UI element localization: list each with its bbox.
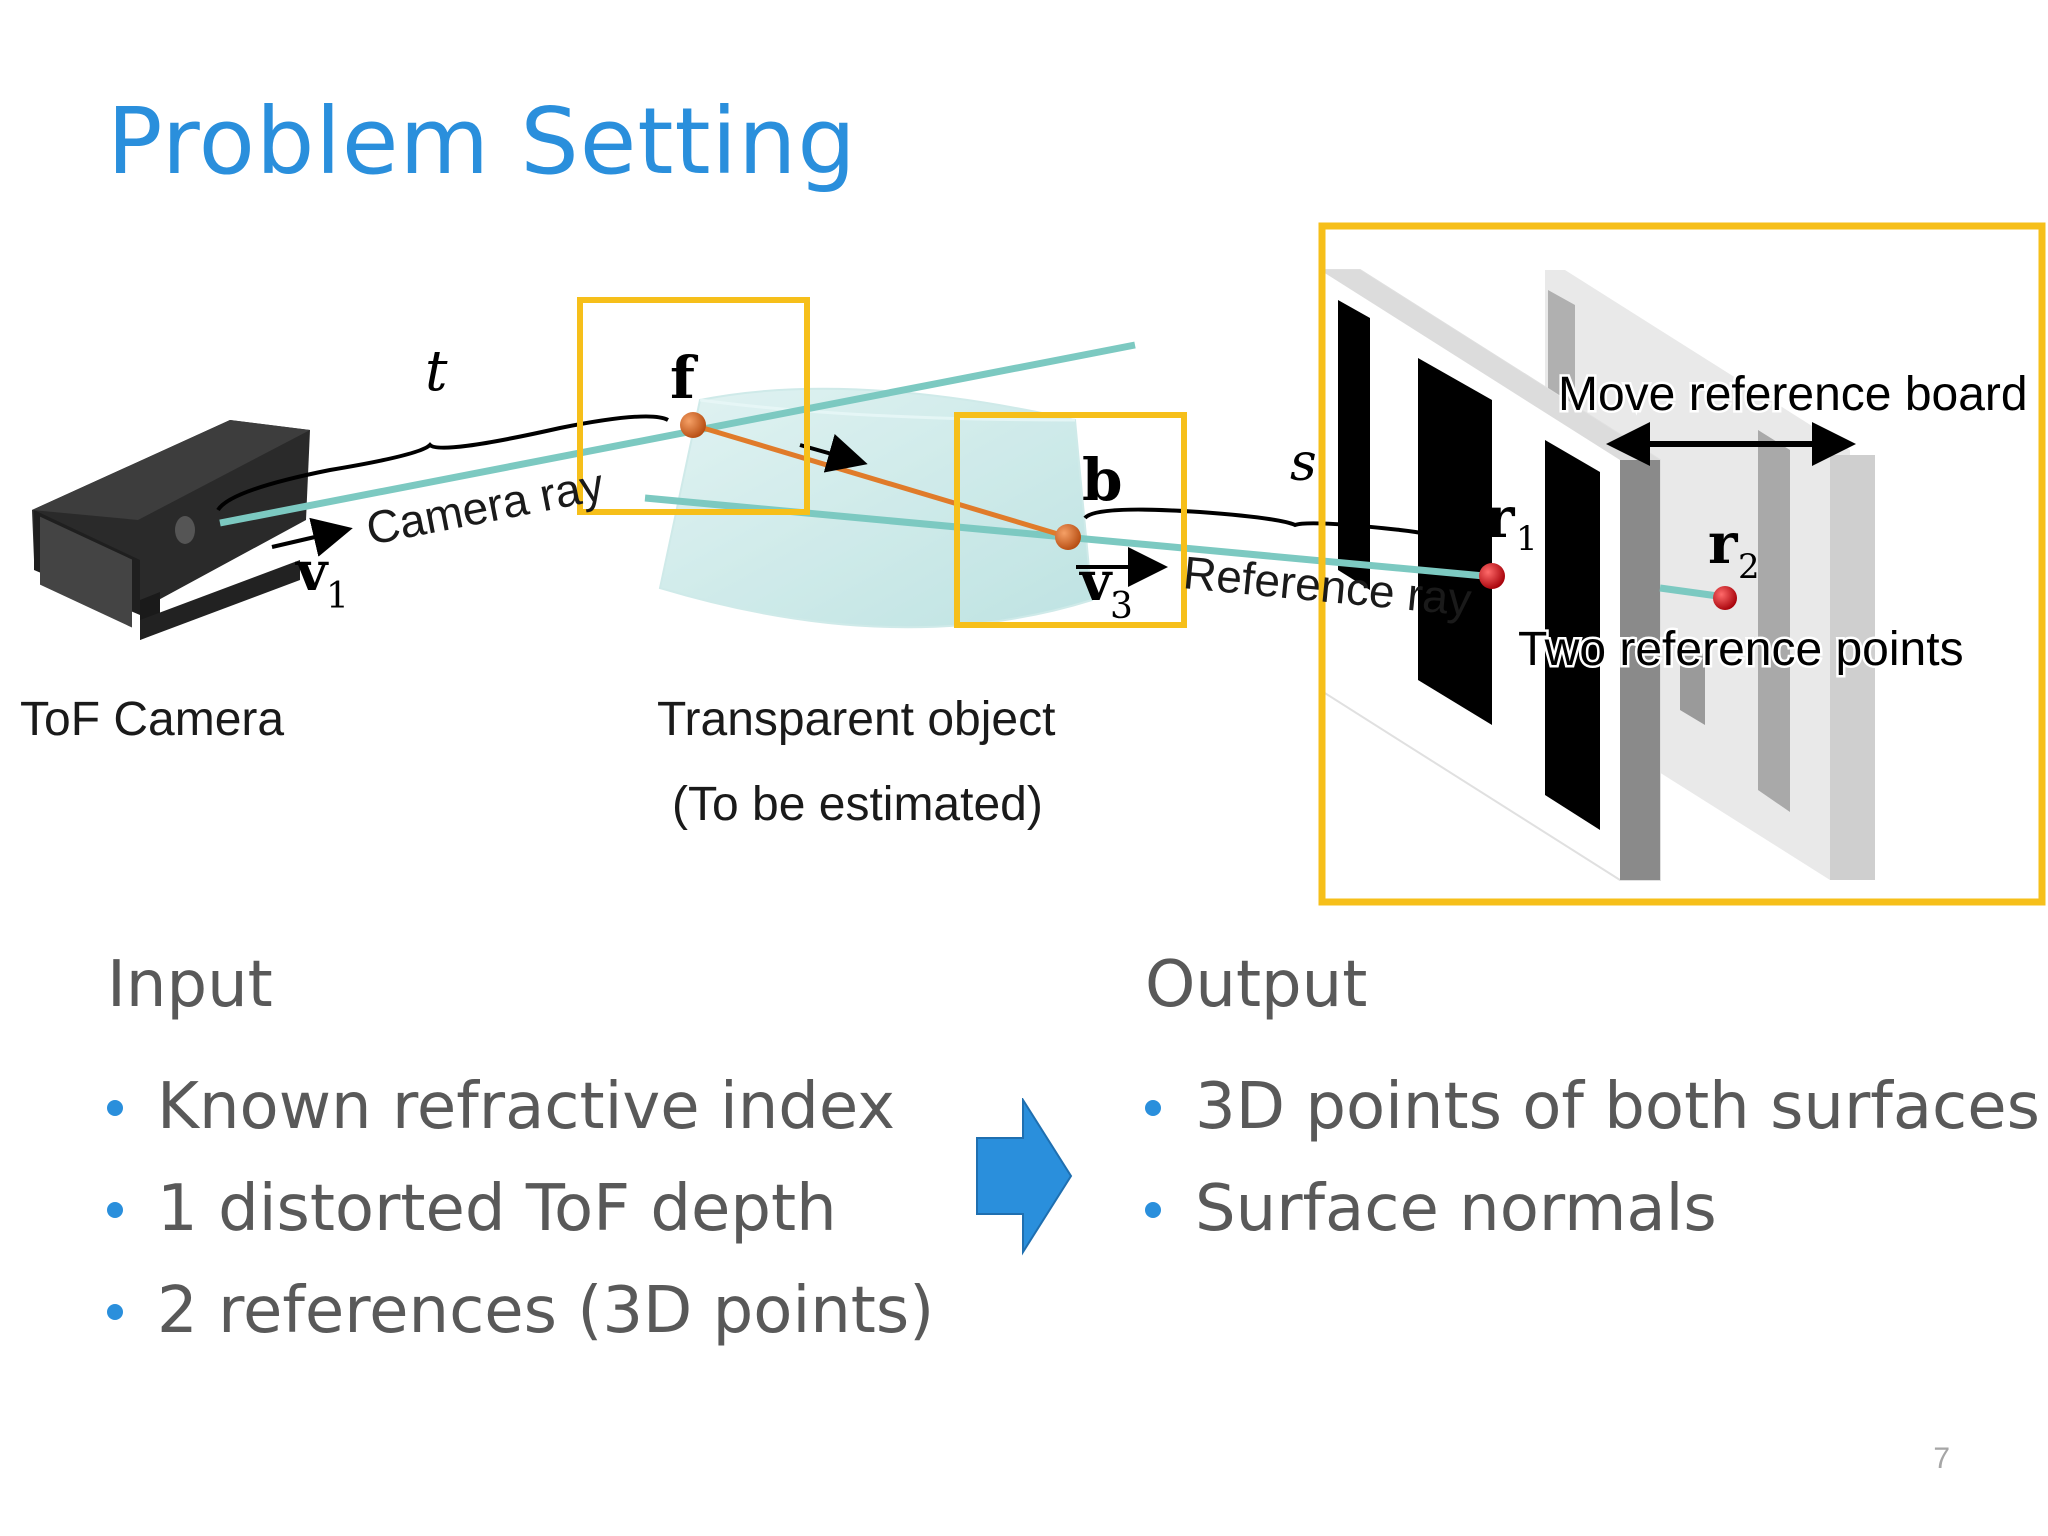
symbol-s: s (1290, 433, 1317, 493)
output-item: Surface normals (1145, 1158, 2040, 1260)
input-item-text: 2 references (3D points) (157, 1274, 935, 1348)
brace-s (1083, 507, 1482, 562)
symbol-v1-sub: 1 (326, 576, 349, 617)
bullet-icon (1145, 1100, 1161, 1116)
symbol-b: b (1082, 446, 1123, 514)
problem-diagram: t s f b v 1 v 3 r 1 r 2 Camera ray Refer… (20, 222, 2046, 906)
output-list: 3D points of both surfaces Surface norma… (1145, 1056, 2040, 1260)
page-number: 7 (1933, 1442, 1950, 1475)
input-item-text: 1 distorted ToF depth (157, 1172, 837, 1246)
highlight-box-f (577, 297, 810, 515)
bullet-icon (1145, 1202, 1161, 1218)
symbol-f: f (670, 344, 699, 412)
symbol-r2: r (1708, 511, 1739, 577)
arrow-right-icon (976, 1098, 1073, 1256)
highlight-box-b (954, 412, 1187, 628)
point-r1 (1479, 563, 1505, 589)
output-heading: Output (1145, 948, 1368, 1022)
input-list: Known refractive index 1 distorted ToF d… (107, 1056, 934, 1362)
output-item-text: 3D points of both surfaces (1195, 1070, 2040, 1144)
move-reference-board-label: Move reference board (1558, 368, 2028, 421)
output-item-text: Surface normals (1195, 1172, 1717, 1246)
refracted-ray-line (692, 422, 1069, 540)
input-item: Known refractive index (107, 1056, 934, 1158)
point-r2 (1713, 586, 1737, 610)
symbol-v3-sub: 3 (1110, 586, 1133, 627)
move-board-arrowhead-right-icon (1812, 422, 1856, 466)
transparent-object-label: Transparent object (657, 693, 1055, 746)
input-item: 1 distorted ToF depth (107, 1158, 934, 1260)
output-section: Output 3D points of both surfaces Surfac… (1145, 948, 2040, 1260)
bullet-icon (107, 1304, 123, 1320)
brace-t (216, 414, 669, 512)
point-f (680, 412, 706, 438)
highlight-box-reference (1318, 222, 2046, 906)
symbol-v3: v (1079, 549, 1113, 613)
v1-arrow-icon (271, 517, 353, 557)
symbol-r1: r (1485, 485, 1516, 551)
tof-camera-icon (32, 420, 310, 640)
bullet-icon (107, 1100, 123, 1116)
symbol-v1: v (295, 539, 329, 603)
input-item-text: Known refractive index (157, 1070, 896, 1144)
input-heading: Input (107, 948, 273, 1022)
input-item: 2 references (3D points) (107, 1260, 934, 1362)
output-item: 3D points of both surfaces (1145, 1056, 2040, 1158)
move-board-arrowhead-left-icon (1606, 422, 1650, 466)
slide-title: Problem Setting (107, 88, 857, 195)
two-reference-points-label: Two reference points (1518, 623, 1964, 676)
symbol-r2-sub: 2 (1738, 547, 1760, 587)
point-b (1055, 524, 1081, 550)
input-section: Input Known refractive index 1 distorted… (107, 948, 934, 1362)
transparent-object-note: (To be estimated) (672, 778, 1043, 831)
symbol-r1-sub: 1 (1516, 519, 1538, 559)
tof-camera-label: ToF Camera (20, 693, 284, 746)
camera-ray-line (219, 341, 1136, 527)
symbol-t: t (425, 339, 448, 404)
bullet-icon (107, 1202, 123, 1218)
